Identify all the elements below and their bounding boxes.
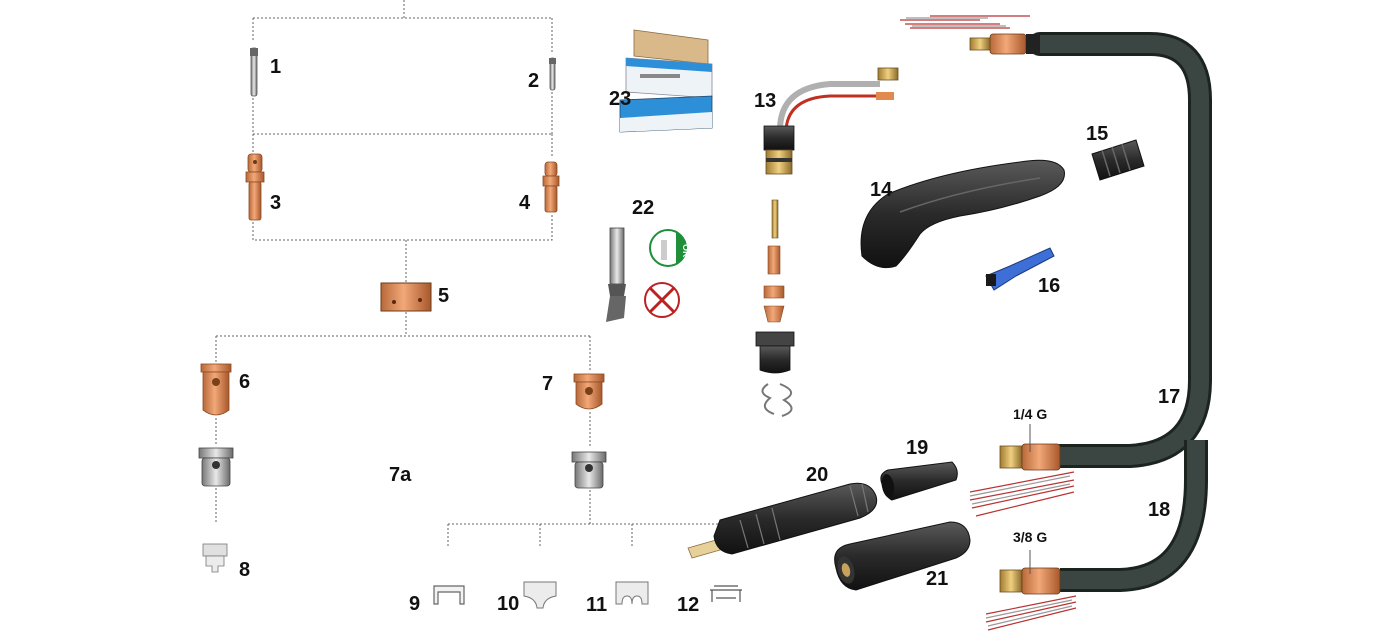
part-18-hose-package	[985, 440, 1208, 631]
label-part-9: 9	[409, 593, 421, 615]
label-gauge-three-eighths: 3/8 G	[1013, 529, 1048, 545]
label-part-3: 3	[270, 192, 282, 214]
label-part-4: 4	[519, 192, 531, 214]
label-part-7a: 7a	[389, 464, 412, 486]
torch-head-consumables-stack	[755, 199, 795, 417]
label-part-7: 7	[542, 373, 554, 395]
label-part-2: 2	[528, 70, 540, 92]
ok-badge-text: OK	[681, 244, 691, 258]
label-part-11: 11	[586, 594, 608, 616]
part-22-gauge-tool	[606, 227, 626, 322]
label-part-22: 22	[632, 197, 655, 219]
label-part-21: 21	[926, 568, 949, 590]
part-2-electrode-short	[549, 57, 556, 91]
label-part-20: 20	[806, 464, 829, 486]
part-21-grip	[834, 521, 971, 591]
part-17-hose-package	[900, 15, 1212, 517]
ok-badge: OK	[649, 229, 691, 267]
part-5-swirl-ring	[380, 282, 432, 312]
label-part-23: 23	[609, 88, 632, 110]
part-11-guide	[615, 581, 649, 605]
part-16-trigger-switch	[985, 247, 1055, 291]
part-15-rubber-sleeve	[1091, 139, 1145, 181]
part-8-deflector	[202, 543, 228, 573]
part-1-electrode	[250, 47, 258, 97]
label-part-5: 5	[438, 285, 450, 307]
label-part-18: 18	[1148, 499, 1171, 521]
label-part-13: 13	[754, 90, 777, 112]
part-13-torch-head	[763, 67, 899, 175]
label-part-8: 8	[239, 559, 251, 581]
label-part-10: 10	[497, 593, 520, 615]
label-part-15: 15	[1086, 123, 1109, 145]
label-part-19: 19	[906, 437, 929, 459]
part-4-copper-tip-short	[542, 161, 560, 213]
part-14-handle	[860, 159, 1065, 269]
part-19-sleeve	[880, 461, 958, 501]
part-20-central-adapter	[687, 482, 878, 559]
no-badge	[644, 282, 680, 318]
label-part-1: 1	[270, 56, 282, 78]
connector-lines	[215, 0, 720, 548]
shield-cap-right	[571, 451, 607, 489]
label-part-12: 12	[677, 594, 700, 616]
part-3-copper-tip-long	[245, 153, 265, 221]
shield-cap-left	[198, 447, 234, 487]
part-23-consumables-box	[619, 29, 713, 133]
label-part-6: 6	[239, 371, 251, 393]
part-10-guide	[523, 581, 557, 609]
label-part-14: 14	[870, 179, 893, 201]
part-7-nozzle-short	[573, 373, 605, 410]
label-gauge-quarter: 1/4 G	[1013, 406, 1048, 422]
part-6-nozzle	[200, 363, 232, 416]
part-12-guide	[710, 585, 742, 602]
label-part-17: 17	[1158, 386, 1181, 408]
part-9-guide	[433, 585, 465, 605]
label-part-16: 16	[1038, 275, 1061, 297]
